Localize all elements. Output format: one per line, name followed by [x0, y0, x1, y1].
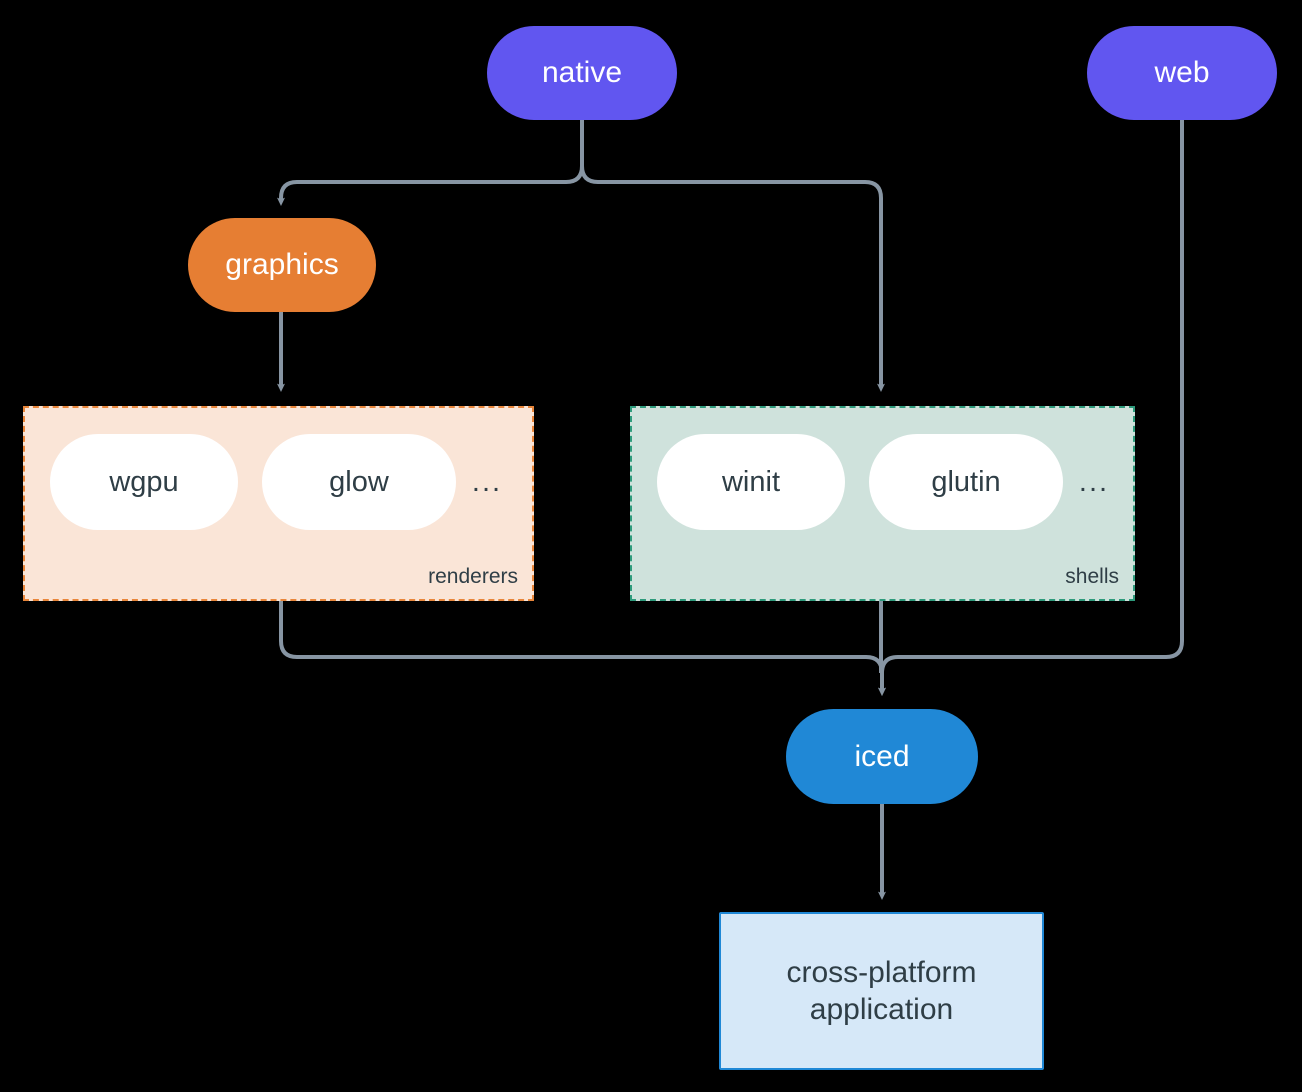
node-cross-platform-application[interactable]: cross-platform application: [719, 912, 1044, 1070]
node-graphics[interactable]: graphics: [188, 218, 376, 312]
node-native[interactable]: native: [487, 26, 677, 120]
chip-winit[interactable]: winit: [657, 434, 845, 530]
node-graphics-label: graphics: [225, 248, 339, 282]
shells-ellipsis: ...: [1078, 465, 1110, 498]
group-shells: winit glutin ... shells: [630, 406, 1135, 601]
group-shells-items: winit glutin ...: [657, 434, 1125, 530]
group-renderers-title: renderers: [428, 565, 518, 588]
node-iced[interactable]: iced: [786, 709, 978, 804]
node-web[interactable]: web: [1087, 26, 1277, 120]
chip-glow[interactable]: glow: [262, 434, 456, 530]
node-application-label: cross-platform application: [786, 955, 977, 1027]
edge-renderers-to-iced: [279, 601, 886, 696]
node-native-label: native: [541, 56, 623, 90]
chip-glutin[interactable]: glutin: [869, 434, 1063, 530]
group-shells-title: shells: [1065, 565, 1119, 588]
edge-native-to-graphics: [277, 165, 584, 206]
node-iced-label: iced: [854, 739, 910, 773]
renderers-ellipsis: ...: [471, 465, 503, 498]
node-web-label: web: [1154, 56, 1210, 90]
chip-wgpu[interactable]: wgpu: [50, 434, 238, 530]
edge-native-to-shells: [580, 165, 885, 392]
edge-web-to-iced: [878, 120, 1184, 696]
group-renderers: wgpu glow ... renderers: [23, 406, 534, 601]
group-renderers-items: wgpu glow ...: [50, 434, 518, 530]
